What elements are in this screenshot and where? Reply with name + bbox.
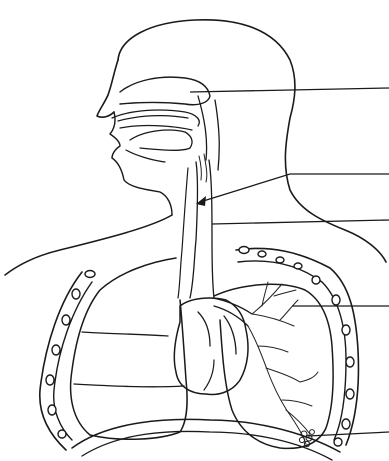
rib-ring: [334, 438, 342, 446]
rib-ring: [58, 430, 66, 438]
rib-ring: [72, 289, 80, 299]
leader-line: [190, 88, 389, 92]
rib-ring: [346, 389, 354, 399]
rib-ring: [346, 357, 354, 367]
rib-ring: [258, 251, 266, 257]
rib-ring: [52, 345, 60, 355]
rib-ring: [294, 263, 302, 269]
alveoli: [299, 430, 314, 447]
head-outline: [5, 20, 386, 275]
rib-ring: [85, 271, 95, 278]
rib-ring: [62, 315, 70, 325]
rib-ring: [332, 295, 340, 305]
rib-ring: [239, 247, 249, 254]
rib-ring: [312, 276, 320, 284]
left-lung: [71, 258, 188, 439]
rib-ring: [48, 405, 56, 415]
rib-ring: [276, 257, 284, 263]
leader-line: [212, 220, 389, 224]
rib-ring: [342, 325, 350, 335]
nasal-cavity: [112, 77, 210, 130]
label-leaders: [190, 88, 389, 436]
pharynx: [198, 96, 219, 170]
leader-line: [308, 432, 389, 436]
tongue: [126, 130, 192, 162]
rib-ring: [46, 375, 54, 385]
trachea: [178, 154, 214, 298]
right-lung: [214, 284, 333, 448]
bronchus: [212, 298, 252, 326]
rib-ring: [342, 419, 350, 429]
